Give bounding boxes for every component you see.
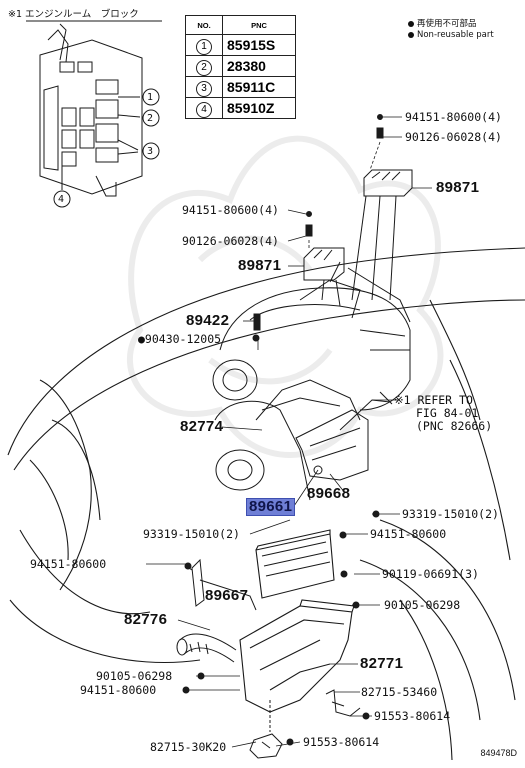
pnc-value: 85911C [222, 76, 296, 98]
label-82774[interactable]: 82774 [180, 418, 224, 435]
legend-jp-text: 再使用不可部品 [417, 19, 477, 29]
pnc-table-header-no: NO. [185, 15, 223, 35]
sensor-89871-lower [303, 247, 345, 307]
vehicle-body-outline [7, 247, 525, 761]
inset-title: ※1 エンジンルーム ブロック [8, 9, 139, 20]
label-89422[interactable]: 89422 [186, 312, 230, 329]
inset-title-underline [26, 20, 162, 22]
row-number: 1 [196, 38, 212, 55]
label-91553-80614-bottom[interactable]: 91553-80614 [303, 735, 380, 749]
label-90126-06028-4-mid[interactable]: 90126-06028(4) [182, 234, 279, 248]
callout-3 [142, 142, 160, 160]
label-90430-12005[interactable]: ●90430-12005 [138, 332, 222, 346]
callout-4 [53, 190, 71, 208]
pnc-value: 85910Z [222, 97, 296, 119]
row-number: 4 [196, 101, 212, 118]
label-82776[interactable]: 82776 [124, 611, 168, 628]
ecu-89661 [255, 529, 335, 599]
label-89871-top[interactable]: 89871 [436, 179, 480, 196]
label-90105-06298-right[interactable]: 90105-06298 [384, 598, 461, 612]
callout-4-label: 4 [58, 194, 65, 205]
label-90126-06028-4-top[interactable]: 90126-06028(4) [405, 130, 502, 144]
label-93319-15010-2-right[interactable]: 93319-15010(2) [402, 507, 499, 521]
callout-1 [142, 88, 160, 106]
table-row: 4 85910Z [185, 97, 296, 119]
label-91553-80614-right[interactable]: 91553-80614 [374, 709, 451, 723]
label-refer-line-3[interactable]: (PNC 82666) [416, 419, 493, 433]
callout-1-label: 1 [147, 92, 154, 103]
engine-assembly [212, 261, 411, 501]
label-93319-15010-2-left[interactable]: 93319-15010(2) [143, 527, 240, 541]
pnc-value: 85915S [222, 34, 296, 56]
pnc-value: 28380 [222, 55, 296, 77]
legend-non-reusable-en: Non-reusable part [408, 30, 494, 40]
callout-3-label: 3 [147, 146, 154, 157]
sensor-89871-upper [351, 169, 413, 301]
clamp-82715 [182, 672, 370, 759]
table-row: 3 85911C [185, 76, 296, 98]
figure-id: 849478D [480, 748, 517, 758]
row-number: 2 [196, 59, 212, 76]
label-90105-06298-left[interactable]: 90105-06298 [96, 669, 173, 683]
label-94151-80600-lower[interactable]: 94151-80600 [80, 683, 157, 697]
bullet-icon [408, 31, 414, 38]
label-90119-06691-3[interactable]: 90119-06691(3) [382, 567, 479, 581]
label-82715-53460[interactable]: 82715-53460 [361, 685, 438, 699]
inset-relay-block-drawing [39, 23, 143, 197]
label-89668[interactable]: 89668 [307, 485, 351, 502]
callout-2 [142, 109, 160, 127]
label-82771[interactable]: 82771 [360, 655, 404, 672]
label-refer-line-2[interactable]: FIG 84-01 [416, 406, 479, 420]
legend-non-reusable-jp: 再使用不可部品 [408, 17, 477, 29]
label-82715-30k20[interactable]: 82715-30K20 [150, 740, 227, 754]
legend-en-text: Non-reusable part [417, 30, 494, 40]
refer-arrow [379, 391, 393, 405]
table-row: 2 28380 [185, 55, 296, 77]
label-89661-highlighted[interactable]: 89661 [246, 498, 296, 516]
bolts [252, 114, 384, 342]
grommet-82776 [176, 633, 237, 663]
label-94151-80600-4-top[interactable]: 94151-80600(4) [405, 110, 502, 124]
bracket-89667 [184, 510, 380, 611]
bullet-icon [408, 20, 414, 27]
watermark-logo [126, 135, 444, 458]
pnc-table: NO. PNC 1 85915S 2 28380 3 85911C 4 8591… [185, 15, 296, 119]
label-94151-80600-4-mid[interactable]: 94151-80600(4) [182, 203, 279, 217]
label-89667[interactable]: 89667 [205, 587, 249, 604]
label-89871-mid[interactable]: 89871 [238, 257, 282, 274]
pnc-table-header-pnc: PNC [222, 15, 296, 35]
callout-2-label: 2 [147, 113, 154, 124]
ecu-case-82771 [239, 599, 355, 713]
label-94151-80600-right[interactable]: 94151-80600 [370, 527, 447, 541]
table-row: 1 85915S [185, 34, 296, 56]
row-number: 3 [196, 80, 212, 97]
label-94151-80600-left[interactable]: 94151-80600 [30, 557, 107, 571]
inset-callout-circles [53, 88, 160, 208]
label-refer-line-1[interactable]: ※1 REFER TO [394, 393, 473, 407]
